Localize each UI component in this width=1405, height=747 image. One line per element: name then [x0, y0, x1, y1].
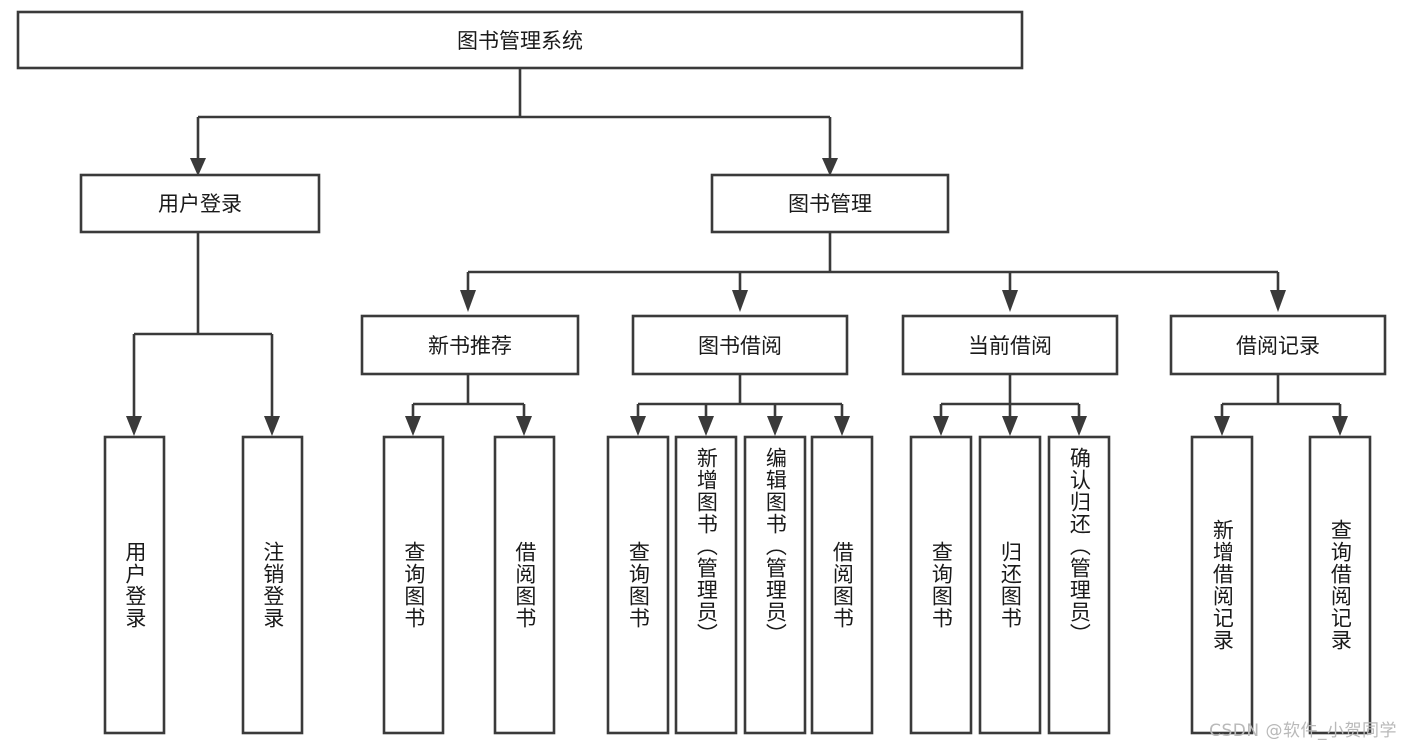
arrow-head-book-borrow — [732, 290, 748, 312]
leaf-box-cb-confirm-return[interactable] — [1047, 435, 1111, 735]
leaf-box-br-query-record[interactable] — [1308, 435, 1372, 735]
node-user-login[interactable] — [79, 173, 321, 234]
arrow-head-leaf-user-login — [126, 416, 142, 436]
arrow-head-nbr-query — [405, 416, 421, 436]
node-user-login-label: 用户登录 — [158, 192, 242, 216]
node-book-borrow[interactable] — [631, 314, 849, 376]
connector-group-book-mgmt — [460, 232, 1286, 312]
arrow-head-br-query — [1332, 416, 1348, 436]
arrow-head-bb-query — [630, 416, 646, 436]
connector-group-new-book-rec — [405, 375, 532, 436]
leaf-box-bb-query-book[interactable] — [606, 435, 670, 735]
leaf-box-cb-return-book[interactable] — [978, 435, 1042, 735]
arrow-head-book-mgmt — [822, 158, 838, 176]
leaf-box-logout[interactable] — [241, 435, 304, 735]
leaf-box-nbr-borrow-book[interactable] — [493, 435, 556, 735]
node-current-borrow[interactable] — [901, 314, 1119, 376]
connector-group-borrow-record — [1214, 375, 1348, 436]
arrow-head-leaf-logout — [264, 416, 280, 436]
node-book-management[interactable] — [710, 173, 950, 234]
leaf-box-bb-add-book[interactable] — [674, 435, 738, 735]
arrow-head-borrow-record — [1270, 290, 1286, 312]
arrow-head-cb-query — [933, 416, 949, 436]
arrow-head-nbr-borrow — [516, 416, 532, 436]
arrow-head-br-add — [1214, 416, 1230, 436]
arrow-head-cb-return — [1002, 416, 1018, 436]
arrow-head-current-borrow — [1002, 290, 1018, 312]
node-root-label: 图书管理系统 — [457, 29, 583, 53]
connector-group-root — [190, 68, 838, 176]
leaf-box-bb-borrow-book[interactable] — [810, 435, 874, 735]
leaf-box-user-login[interactable] — [103, 435, 166, 735]
leaf-box-nbr-query-book[interactable] — [382, 435, 445, 735]
node-book-borrow-label: 图书借阅 — [698, 334, 782, 358]
leaf-box-br-add-record[interactable] — [1190, 435, 1254, 735]
arrow-head-bb-add — [698, 416, 714, 436]
node-current-borrow-label: 当前借阅 — [968, 334, 1052, 358]
arrow-head-bb-borrow — [834, 416, 850, 436]
leaf-box-cb-query-book[interactable] — [909, 435, 973, 735]
node-new-book-recommend[interactable] — [360, 314, 580, 376]
arrow-head-user-login — [190, 158, 206, 176]
connector-group-book-borrow — [630, 375, 850, 436]
node-root[interactable] — [16, 10, 1024, 70]
node-borrow-record[interactable] — [1169, 314, 1387, 376]
node-book-management-label: 图书管理 — [788, 192, 872, 216]
csdn-watermark: CSDN @软件_小贺同学 — [1209, 721, 1397, 741]
arrow-head-bb-edit — [767, 416, 783, 436]
arrow-head-new-book-rec — [460, 290, 476, 312]
arrow-head-cb-confirm — [1071, 416, 1087, 436]
leaf-box-bb-edit-book[interactable] — [743, 435, 807, 735]
node-borrow-record-label: 借阅记录 — [1236, 334, 1320, 358]
connector-group-current-borrow — [933, 375, 1087, 436]
connector-group-user-login — [126, 232, 280, 436]
node-new-book-recommend-label: 新书推荐 — [428, 334, 512, 358]
